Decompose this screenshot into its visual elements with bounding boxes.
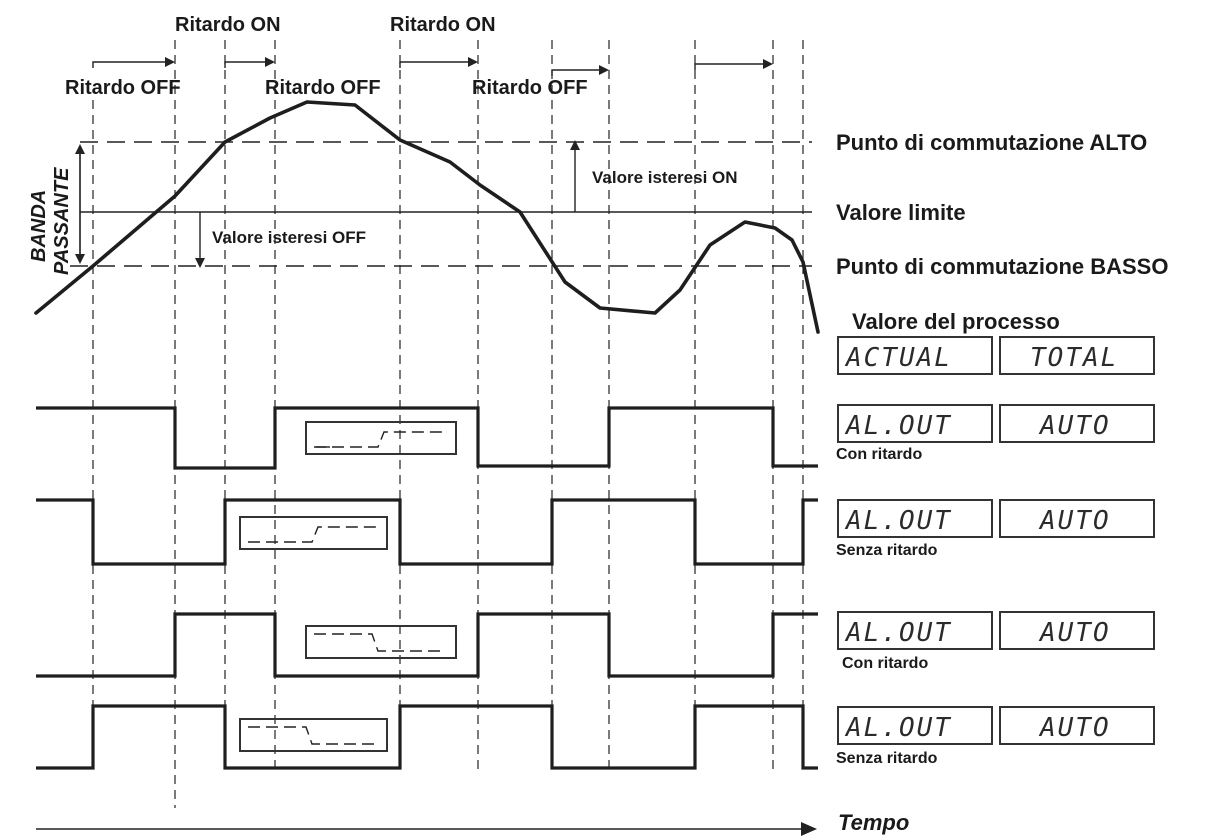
time-axis-label: Tempo: [838, 810, 909, 835]
display-right-panel: [999, 336, 1155, 375]
output-wave-delayed-1: [36, 406, 818, 470]
display-left-text: ACTUAL: [844, 343, 952, 373]
delay-arrows: [92, 57, 773, 76]
switch-rising-icon: [239, 516, 388, 550]
display-caption: Senza ritardo: [836, 542, 938, 559]
switch-falling-icon: [305, 625, 457, 659]
limit-value-label: Valore limite: [836, 200, 966, 225]
display-caption: Senza ritardo: [836, 750, 938, 767]
hysteresis-on-label: Valore isteresi ON: [592, 168, 738, 187]
output-wave-delayed-2: [36, 612, 818, 678]
switch-falling-icon: [239, 718, 388, 752]
passband-label-line2: PASSANTE: [51, 167, 73, 275]
display-right-panel: [999, 404, 1155, 443]
output-waveforms: [36, 406, 818, 770]
level-lines: [70, 141, 812, 267]
output-wave-immediate-1: [36, 498, 818, 566]
hysteresis-markers: Valore isteresi ON Valore isteresi OFF: [195, 140, 738, 268]
delay-arrow: [551, 65, 609, 76]
inline-switch-icons: [239, 421, 457, 752]
display-left-panel: [837, 404, 993, 443]
display-right-panel: [999, 611, 1155, 650]
display-right-text: TOTAL: [1030, 343, 1118, 373]
display-output-2: AL.OUT AUTO Senza ritardo: [836, 499, 1155, 559]
display-left-text: AL.OUT: [844, 713, 952, 743]
display-output-4: AL.OUT AUTO Senza ritardo: [836, 706, 1155, 767]
display-caption: Con ritardo: [836, 446, 922, 463]
lcd-displays: ACTUAL TOTAL AL.OUT AUTO Con ritardo AL.…: [836, 336, 1155, 767]
event-lines: [92, 40, 804, 808]
display-right-text: AUTO: [1038, 618, 1111, 648]
display-left-panel: [837, 499, 993, 538]
display-left-panel: [837, 706, 993, 745]
display-right-text: AUTO: [1038, 506, 1111, 536]
delay-arrow: [92, 57, 175, 68]
display-output-1: AL.OUT AUTO Con ritardo: [836, 404, 1155, 463]
delay-arrow: [399, 57, 478, 68]
output-wave-immediate-2: [36, 704, 818, 770]
process-value-label: Valore del processo: [852, 309, 1060, 334]
ritardo-on-label: Ritardo ON: [390, 14, 496, 36]
display-output-3: AL.OUT AUTO Con ritardo: [837, 611, 1155, 672]
display-left-panel: [837, 336, 993, 375]
display-right-text: AUTO: [1038, 713, 1111, 743]
display-left-text: AL.OUT: [844, 618, 952, 648]
delay-arrow: [694, 59, 773, 70]
process-value-curve: [34, 100, 820, 334]
hysteresis-off-label: Valore isteresi OFF: [212, 228, 366, 247]
switch-rising-icon: [305, 421, 457, 455]
delay-arrow: [224, 57, 275, 68]
time-axis: Tempo: [36, 810, 909, 836]
high-switch-label: Punto di commutazione ALTO: [836, 130, 1147, 155]
display-left-panel: [837, 611, 993, 650]
passband-bracket: BANDA PASSANTE: [28, 144, 85, 275]
passband-label-line1: BANDA: [28, 190, 50, 262]
display-left-text: AL.OUT: [844, 506, 952, 536]
ritardo-off-label: Ritardo OFF: [265, 77, 381, 99]
display-right-panel: [999, 706, 1155, 745]
display-process: ACTUAL TOTAL: [837, 336, 1155, 375]
level-labels: Punto di commutazione ALTO Valore limite…: [836, 130, 1168, 334]
delay-labels: Ritardo ON Ritardo ON Ritardo OFF Ritard…: [65, 14, 588, 99]
ritardo-off-label: Ritardo OFF: [65, 77, 181, 99]
low-switch-label: Punto di commutazione BASSO: [836, 254, 1168, 279]
display-right-text: AUTO: [1038, 411, 1111, 441]
ritardo-off-label: Ritardo OFF: [472, 77, 588, 99]
ritardo-on-label: Ritardo ON: [175, 14, 281, 36]
display-left-text: AL.OUT: [844, 411, 952, 441]
display-right-panel: [999, 499, 1155, 538]
display-caption: Con ritardo: [842, 655, 928, 672]
